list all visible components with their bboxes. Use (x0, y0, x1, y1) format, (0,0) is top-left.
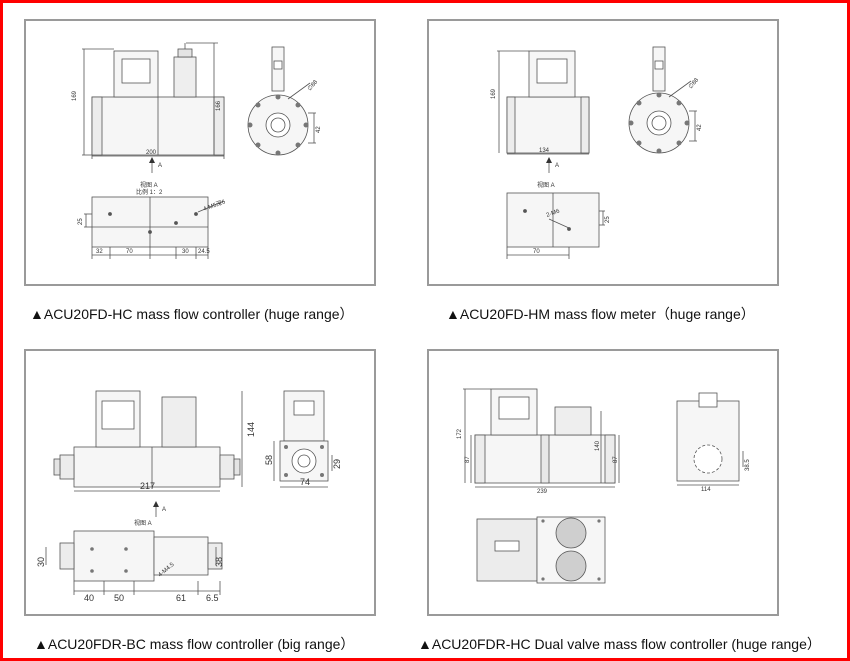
dim-label: 239 (537, 489, 548, 495)
dim-label: 134 (539, 148, 550, 154)
view-title: 视图 A (134, 519, 152, 527)
dim-label: 30 (182, 249, 189, 255)
hole-label: 2-M6 (546, 208, 562, 219)
dim-label: 144 (246, 422, 256, 437)
dim-label: 166 (216, 100, 222, 111)
drawing-panel-acu20fdr-bc: 144 217 A 58 29 74 视图 A 30 4-M4.5 38 40 … (24, 349, 376, 616)
technical-drawing: 172 87 140 87 239 38.5 114 (457, 388, 751, 584)
dim-label: 169 (72, 90, 78, 101)
view-title: 视图 A (537, 181, 555, 189)
dim-label: 169 (491, 88, 497, 99)
drawing-panel-acu20fdr-hc: 172 87 140 87 239 38.5 114 (427, 349, 779, 616)
drawing-panel-acu20fd-hm: 169 134 A ∅88 42 视图 A 25 2-M6 70 (427, 19, 779, 286)
dim-label: 172 (457, 428, 463, 439)
dim-label: 114 (701, 487, 711, 493)
caption-acu20fdr-hc: ▲ACU20FDR-HC Dual valve mass flow contro… (418, 636, 821, 652)
view-arrow-label: A (158, 163, 162, 169)
dim-label: ∅88 (687, 76, 700, 90)
dim-label: 87 (613, 456, 619, 463)
dim-label: 217 (140, 481, 155, 491)
technical-drawing: 144 217 A 58 29 74 视图 A 30 4-M4.5 38 40 … (36, 390, 342, 603)
dim-label: 74 (300, 477, 310, 487)
dim-label: 58 (264, 455, 274, 465)
view-arrow-label: A (162, 507, 166, 513)
dim-label: 70 (126, 249, 133, 255)
dim-label: 42 (316, 126, 322, 133)
drawing-panel-acu20fd-hc: 169 166 200 A ∅88 42 视图 A 比例 1：2 25 4-M5… (24, 19, 376, 286)
dim-label: 200 (146, 150, 157, 156)
dim-label: 30 (36, 557, 46, 567)
technical-drawing: 169 134 A ∅88 42 视图 A 25 2-M6 70 (491, 46, 703, 259)
dim-label: 6.5 (206, 593, 219, 603)
dim-label: 32 (96, 249, 103, 255)
dim-label: 25 (78, 218, 84, 225)
dim-label: 38.5 (745, 459, 751, 471)
dim-label: 29 (332, 459, 342, 469)
dim-label: ∅88 (306, 78, 319, 92)
dim-label: 24.5 (198, 249, 210, 255)
caption-acu20fd-hc: ▲ACU20FD-HC mass flow controller (huge r… (30, 306, 354, 322)
dim-label: 40 (84, 593, 94, 603)
dim-label: 140 (595, 440, 601, 451)
dim-label: 87 (465, 456, 471, 463)
view-arrow-label: A (555, 163, 559, 169)
dim-label: 42 (697, 124, 703, 131)
caption-acu20fdr-bc: ▲ACU20FDR-BC mass flow controller (big r… (34, 636, 355, 652)
dim-label: 38 (214, 557, 224, 567)
technical-drawing: 169 166 200 A ∅88 42 视图 A 比例 1：2 25 4-M5… (72, 42, 322, 259)
dim-label: 50 (114, 593, 124, 603)
dim-label: 61 (176, 593, 186, 603)
view-title: 视图 A (140, 181, 158, 189)
dim-label: 70 (533, 249, 540, 255)
dim-label: 25 (605, 216, 611, 223)
view-scale: 比例 1：2 (136, 188, 163, 196)
caption-acu20fd-hm: ▲ACU20FD-HM mass flow meter（huge range） (446, 306, 755, 322)
